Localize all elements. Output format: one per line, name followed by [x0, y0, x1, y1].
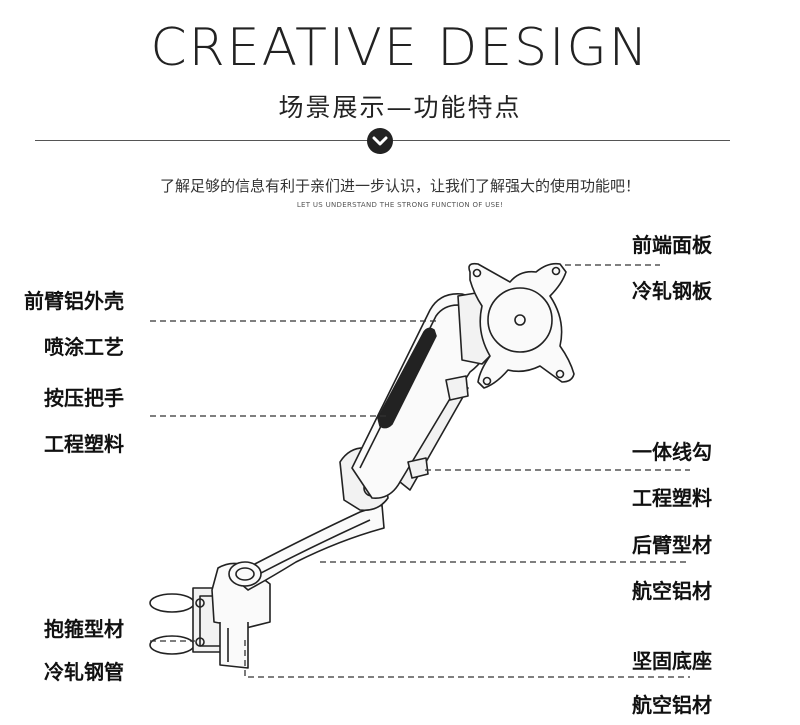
intro-text: 了解足够的信息有利于亲们进一步认识，让我们了解强大的使用功能吧！ — [159, 177, 640, 195]
label-front-panel: 前端面板 — [632, 233, 712, 257]
page-title: CREATIVE DESIGN — [150, 18, 650, 78]
label-press-handle: 按压把手 — [44, 386, 124, 410]
chevron-down-icon — [372, 136, 388, 146]
label-cable-hook: 一体线勾 — [632, 440, 712, 464]
label-front-panel-material: 冷轧钢板 — [632, 279, 712, 303]
press-handle — [377, 327, 437, 429]
callout-line-base — [244, 640, 690, 678]
label-hook-material: 工程塑料 — [632, 486, 712, 510]
chevron-down-badge — [367, 128, 393, 154]
label-rear-arm: 后臂型材 — [632, 533, 712, 557]
label-forearm-process: 喷涂工艺 — [44, 335, 124, 359]
label-handle-material: 工程塑料 — [44, 432, 124, 456]
clamp-pipe-upper — [149, 593, 195, 613]
page-subtitle: 场景展示—功能特点 — [278, 93, 522, 122]
cable-hook — [407, 457, 429, 479]
intro-text-english: LET US UNDERSTAND THE STRONG FUNCTION OF… — [296, 201, 504, 209]
label-base-material: 航空铝材 — [632, 693, 712, 717]
label-clamp: 抱箍型材 — [44, 617, 124, 641]
label-forearm-shell: 前臂铝外壳 — [24, 289, 124, 313]
clamp-pipe-lower — [149, 635, 195, 655]
base-post — [219, 622, 249, 669]
label-base: 坚固底座 — [632, 649, 712, 673]
label-rear-arm-material: 航空铝材 — [632, 579, 712, 603]
label-clamp-material: 冷轧钢管 — [44, 660, 124, 684]
